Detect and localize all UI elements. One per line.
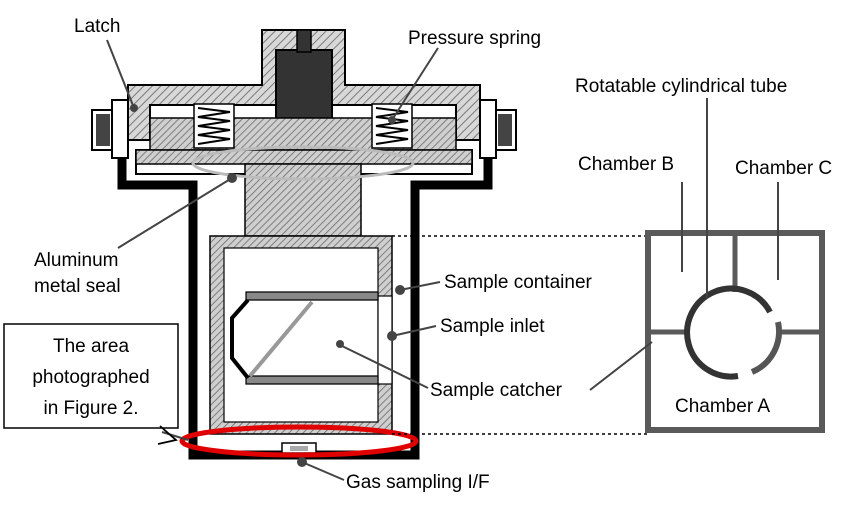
- photographed-area-note: The area photographed in Figure 2.: [3, 323, 179, 429]
- note-line-1: The area: [53, 336, 129, 357]
- aluminum-seal-ring: [191, 145, 415, 181]
- label-sample-inlet: Sample inlet: [440, 316, 545, 337]
- leader-lines: [106, 39, 779, 481]
- note-line-2: photographed: [32, 367, 149, 388]
- label-chamber-b: Chamber B: [578, 154, 674, 175]
- note-arrow-icon: [157, 425, 178, 445]
- label-rotatable-tube: Rotatable cylindrical tube: [575, 76, 787, 97]
- pressure-plate: [135, 117, 473, 165]
- label-chamber-c: Chamber C: [735, 158, 832, 179]
- latch-knob-left: [91, 99, 129, 159]
- gas-port: [281, 442, 317, 454]
- rotatable-ring: [684, 285, 773, 380]
- spring-right: [371, 103, 413, 149]
- label-sample-catcher: Sample catcher: [430, 380, 563, 401]
- latch-knob-right: [479, 99, 517, 159]
- label-latch: Latch: [74, 16, 120, 37]
- spring-left: [193, 103, 235, 149]
- label-aluminum-seal-1: Aluminum: [34, 250, 118, 271]
- photographed-area-highlight: [179, 424, 419, 458]
- sample-container: [209, 235, 393, 435]
- central-stem: [244, 163, 362, 237]
- label-pressure-spring: Pressure spring: [408, 28, 541, 49]
- label-gas-sampling: Gas sampling I/F: [346, 472, 490, 493]
- note-line-3: in Figure 2.: [43, 398, 138, 419]
- chamber-inset: [645, 230, 825, 433]
- sample-catcher: [230, 291, 379, 385]
- label-chamber-a: Chamber A: [675, 396, 770, 417]
- label-sample-container: Sample container: [444, 272, 593, 293]
- label-aluminum-seal-2: metal seal: [34, 276, 121, 297]
